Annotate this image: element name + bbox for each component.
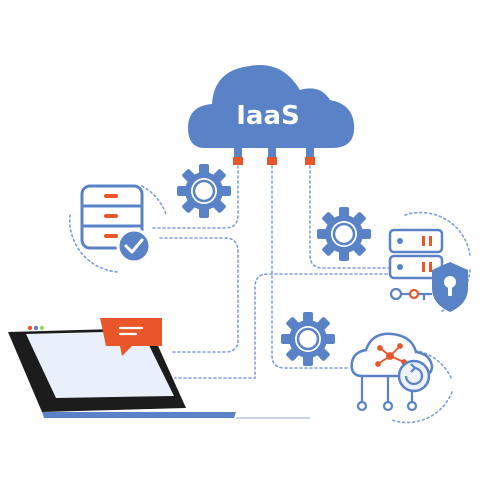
- cloud-icon: [188, 65, 355, 148]
- server-orbit: [404, 211, 471, 256]
- server-security: [388, 228, 468, 312]
- gear-icon-bottom: [281, 312, 335, 366]
- network-cloud: [350, 332, 434, 412]
- database-orbit-2: [141, 185, 167, 215]
- server-rack-icon: [388, 228, 444, 280]
- connector-database-to-laptop: [159, 237, 239, 353]
- gear-icon-right: [317, 207, 371, 261]
- database-orbit: [68, 214, 119, 273]
- cloud-label: IaaS: [236, 101, 300, 131]
- gear-icon-top-left: [177, 164, 231, 218]
- database-check: [80, 184, 152, 264]
- connector-server-to-laptop: [174, 273, 393, 379]
- laptop-icon: [8, 325, 310, 419]
- key-icon: [389, 287, 432, 301]
- network-orbit-2: [391, 391, 453, 424]
- connector-cloud-to-server: [309, 165, 393, 269]
- check-badge-icon: [116, 228, 152, 264]
- connector-cloud-to-network: [271, 165, 351, 369]
- connector-lines: [68, 165, 471, 424]
- refresh-icon: [397, 359, 431, 393]
- cloud-connectors: [233, 148, 315, 165]
- connector-cloud-to-database: [149, 165, 239, 229]
- security-shield-lock-icon: [432, 262, 468, 312]
- chat-bubble-icon: [100, 318, 162, 356]
- iaas-cloud: IaaS: [188, 65, 355, 165]
